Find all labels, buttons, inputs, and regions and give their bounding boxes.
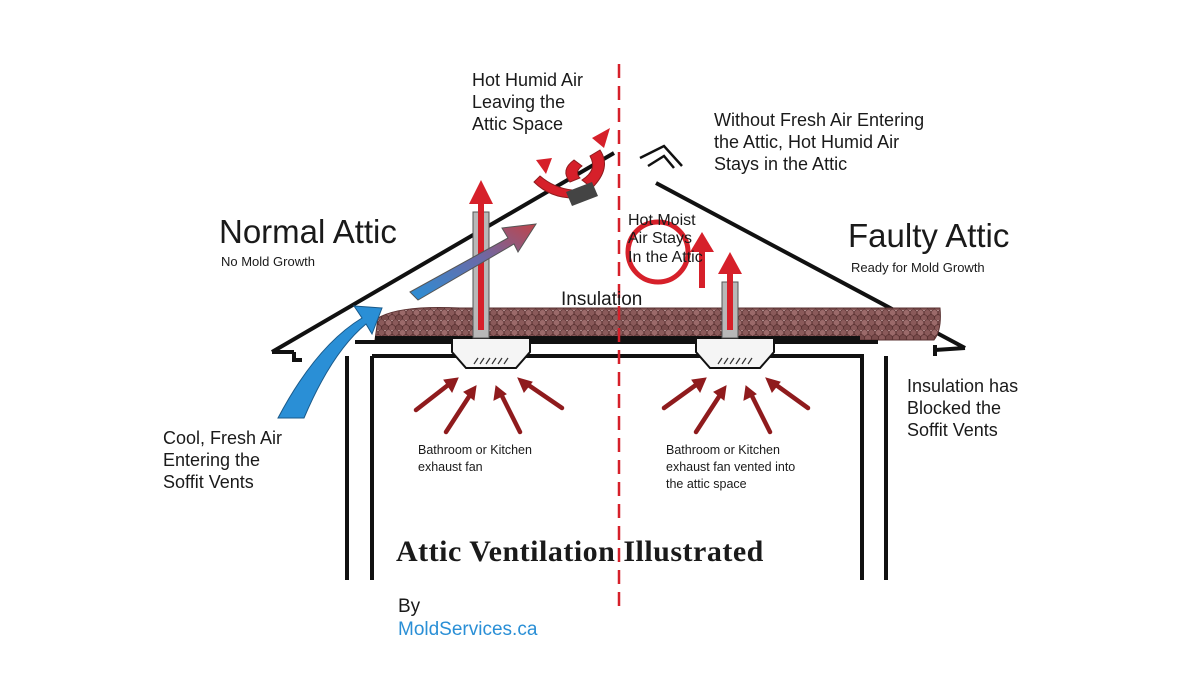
- ready-for-mold-label: Ready for Mold Growth: [851, 260, 985, 275]
- airflow-arrow-icon: [469, 180, 742, 330]
- without-fresh-air-label: Without Fresh Air Entering the Attic, Ho…: [714, 110, 925, 174]
- roof-vent-cap-icon: [639, 144, 683, 169]
- insulation-label: Insulation: [561, 289, 643, 310]
- normal-attic-heading: Normal Attic: [219, 213, 397, 250]
- hot-moist-air-label: Hot Moist Air Stays In the Attic: [628, 212, 703, 266]
- byline: By MoldServices.ca: [398, 572, 537, 642]
- roof-vent-fan-icon: [533, 128, 610, 206]
- cool-fresh-air-label: Cool, Fresh Air Entering the Soffit Vent…: [163, 428, 283, 492]
- exhaust-fan-right-label: Bathroom or Kitchen exhaust fan vented i…: [666, 443, 796, 491]
- brand-link[interactable]: MoldServices.ca: [398, 619, 538, 641]
- insulation-layer: [374, 306, 941, 341]
- airflow-arrow-icon: [277, 223, 537, 419]
- hot-humid-air-label: Hot Humid Air Leaving the Attic Space: [472, 70, 584, 134]
- circular-airflow-icon: [625, 219, 714, 288]
- diagram-title: Attic Ventilation Illustrated: [396, 535, 764, 568]
- byline-by: By: [398, 596, 421, 618]
- faulty-attic-heading: Faulty Attic: [848, 217, 1010, 254]
- exhaust-fan-icon: [695, 337, 775, 369]
- exhaust-fan-left-label: Bathroom or Kitchen exhaust fan: [418, 443, 532, 474]
- no-mold-growth-label: No Mold Growth: [221, 254, 315, 269]
- airflow-arrow-icon: [413, 377, 811, 435]
- insulation-blocked-label: Insulation has Blocked the Soffit Vents: [907, 376, 1019, 440]
- exhaust-fan-icon: [451, 337, 531, 369]
